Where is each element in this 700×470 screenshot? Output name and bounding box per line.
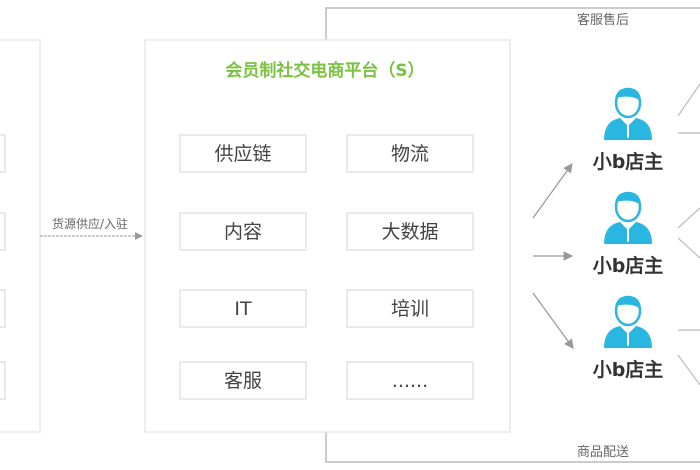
arrow-to-shop-1 xyxy=(532,163,573,219)
platform-module: 物流 xyxy=(346,134,474,173)
module-label: 培训 xyxy=(391,298,429,320)
shop-owner: 小b店主 xyxy=(593,191,664,277)
person-icon xyxy=(604,295,652,348)
delivery-frame-bottom xyxy=(325,432,700,463)
platform-module: IT xyxy=(179,289,307,328)
shop-owner-label: 小b店主 xyxy=(593,150,664,173)
module-label: 大数据 xyxy=(381,221,438,243)
after-sales-label: 客服售后 xyxy=(577,12,629,28)
platform-module: 培训 xyxy=(346,289,474,328)
shop-owner: 小b店主 xyxy=(593,295,664,381)
supplier-box xyxy=(0,39,41,433)
arrow-to-shop-3 xyxy=(532,292,574,349)
platform-module: 供应链 xyxy=(179,134,307,173)
delivery-label: 商品配送 xyxy=(577,445,629,460)
module-label: IT xyxy=(234,298,252,320)
module-label: 供应链 xyxy=(214,143,271,165)
supplier-items xyxy=(0,134,6,400)
module-label: ...... xyxy=(392,370,428,392)
platform-module: 内容 xyxy=(179,212,307,251)
module-label: 客服 xyxy=(224,370,262,392)
platform-title: 会员制社交电商平台（S） xyxy=(225,60,424,81)
shop-owner-label: 小b店主 xyxy=(593,254,664,277)
platform-module: ...... xyxy=(346,361,474,400)
shop-owner-label: 小b店主 xyxy=(593,358,664,381)
person-icon xyxy=(604,191,652,244)
module-label: 内容 xyxy=(224,221,262,243)
platform-module: 客服 xyxy=(179,361,307,400)
platform-module: 大数据 xyxy=(346,212,474,251)
shop-owner: 小b店主 xyxy=(593,87,664,173)
consumer-lines xyxy=(677,83,700,386)
service-frame-top xyxy=(325,7,700,40)
person-icon xyxy=(604,87,652,140)
module-label: 物流 xyxy=(391,143,429,165)
supply-arrow-label: 货源供应/入驻 xyxy=(52,216,128,231)
